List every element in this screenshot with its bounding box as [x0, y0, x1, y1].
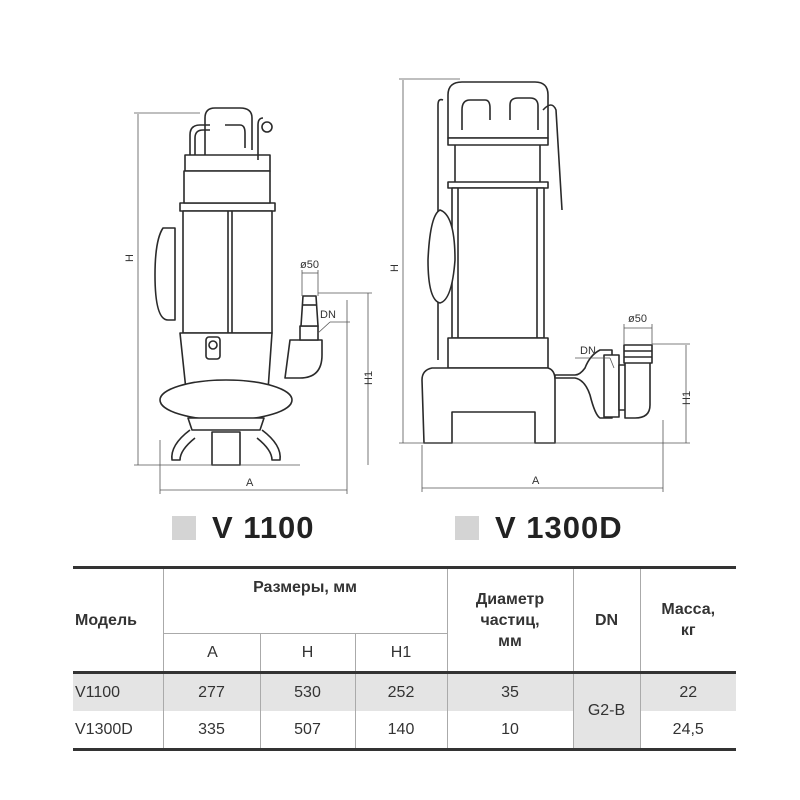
- cell-h1: 140: [354, 711, 447, 750]
- cell-mass: 22: [639, 672, 736, 711]
- cell-h1: 252: [354, 672, 447, 711]
- cell-model: V1300D: [75, 720, 133, 738]
- cell-h: 530: [259, 672, 355, 711]
- cell-model: V1100: [75, 683, 121, 701]
- header-dimensions: Размеры, мм: [162, 567, 447, 634]
- dim-a-label: A: [246, 477, 254, 489]
- dim-outlet-label: ø50: [300, 259, 319, 271]
- model-name: V 1300D: [495, 510, 623, 545]
- cell-diameter: 10: [446, 711, 573, 750]
- dimensions-v1100: H A H1 ø50 DN: [124, 112, 375, 494]
- dim-h1-label: H1: [363, 371, 375, 385]
- header-dn: DN: [572, 567, 640, 673]
- model-title-v1100: V 1100: [172, 510, 315, 546]
- model-name: V 1100: [212, 510, 315, 545]
- header-h1: H1: [354, 633, 447, 673]
- cell-diameter: 35: [446, 672, 573, 711]
- dim-h-label: H: [124, 254, 136, 262]
- header-mass: Масса,кг: [639, 567, 736, 673]
- cell-a: 335: [162, 711, 260, 750]
- dim-h-label: H: [389, 264, 401, 272]
- dimensions-v1300d: H A H1 ø50 DN: [389, 78, 693, 492]
- table-row: V1100 277 530 252 35 G2-B 22: [73, 672, 736, 750]
- pump-drawings: H A H1 ø50 DN: [124, 78, 693, 494]
- legend-square: [455, 516, 479, 540]
- cell-a: 277: [162, 672, 260, 711]
- model-title-v1300d: V 1300D: [455, 510, 623, 546]
- cell-dn: G2-B: [572, 672, 640, 750]
- pump-drawing-v1100: [154, 107, 323, 466]
- header-model: Модель: [75, 611, 137, 629]
- dim-dn-label: DN: [580, 345, 596, 357]
- header-a: A: [162, 633, 260, 673]
- dim-dn-label: DN: [320, 309, 336, 321]
- dim-h1-label: H1: [681, 391, 693, 405]
- cell-mass: 24,5: [639, 711, 736, 750]
- pump-drawing-v1300d: [421, 81, 653, 444]
- dim-outlet-label: ø50: [628, 313, 647, 325]
- legend-square: [172, 516, 196, 540]
- cell-h: 507: [259, 711, 355, 750]
- header-h: H: [259, 633, 355, 673]
- dim-a-label: A: [532, 475, 540, 487]
